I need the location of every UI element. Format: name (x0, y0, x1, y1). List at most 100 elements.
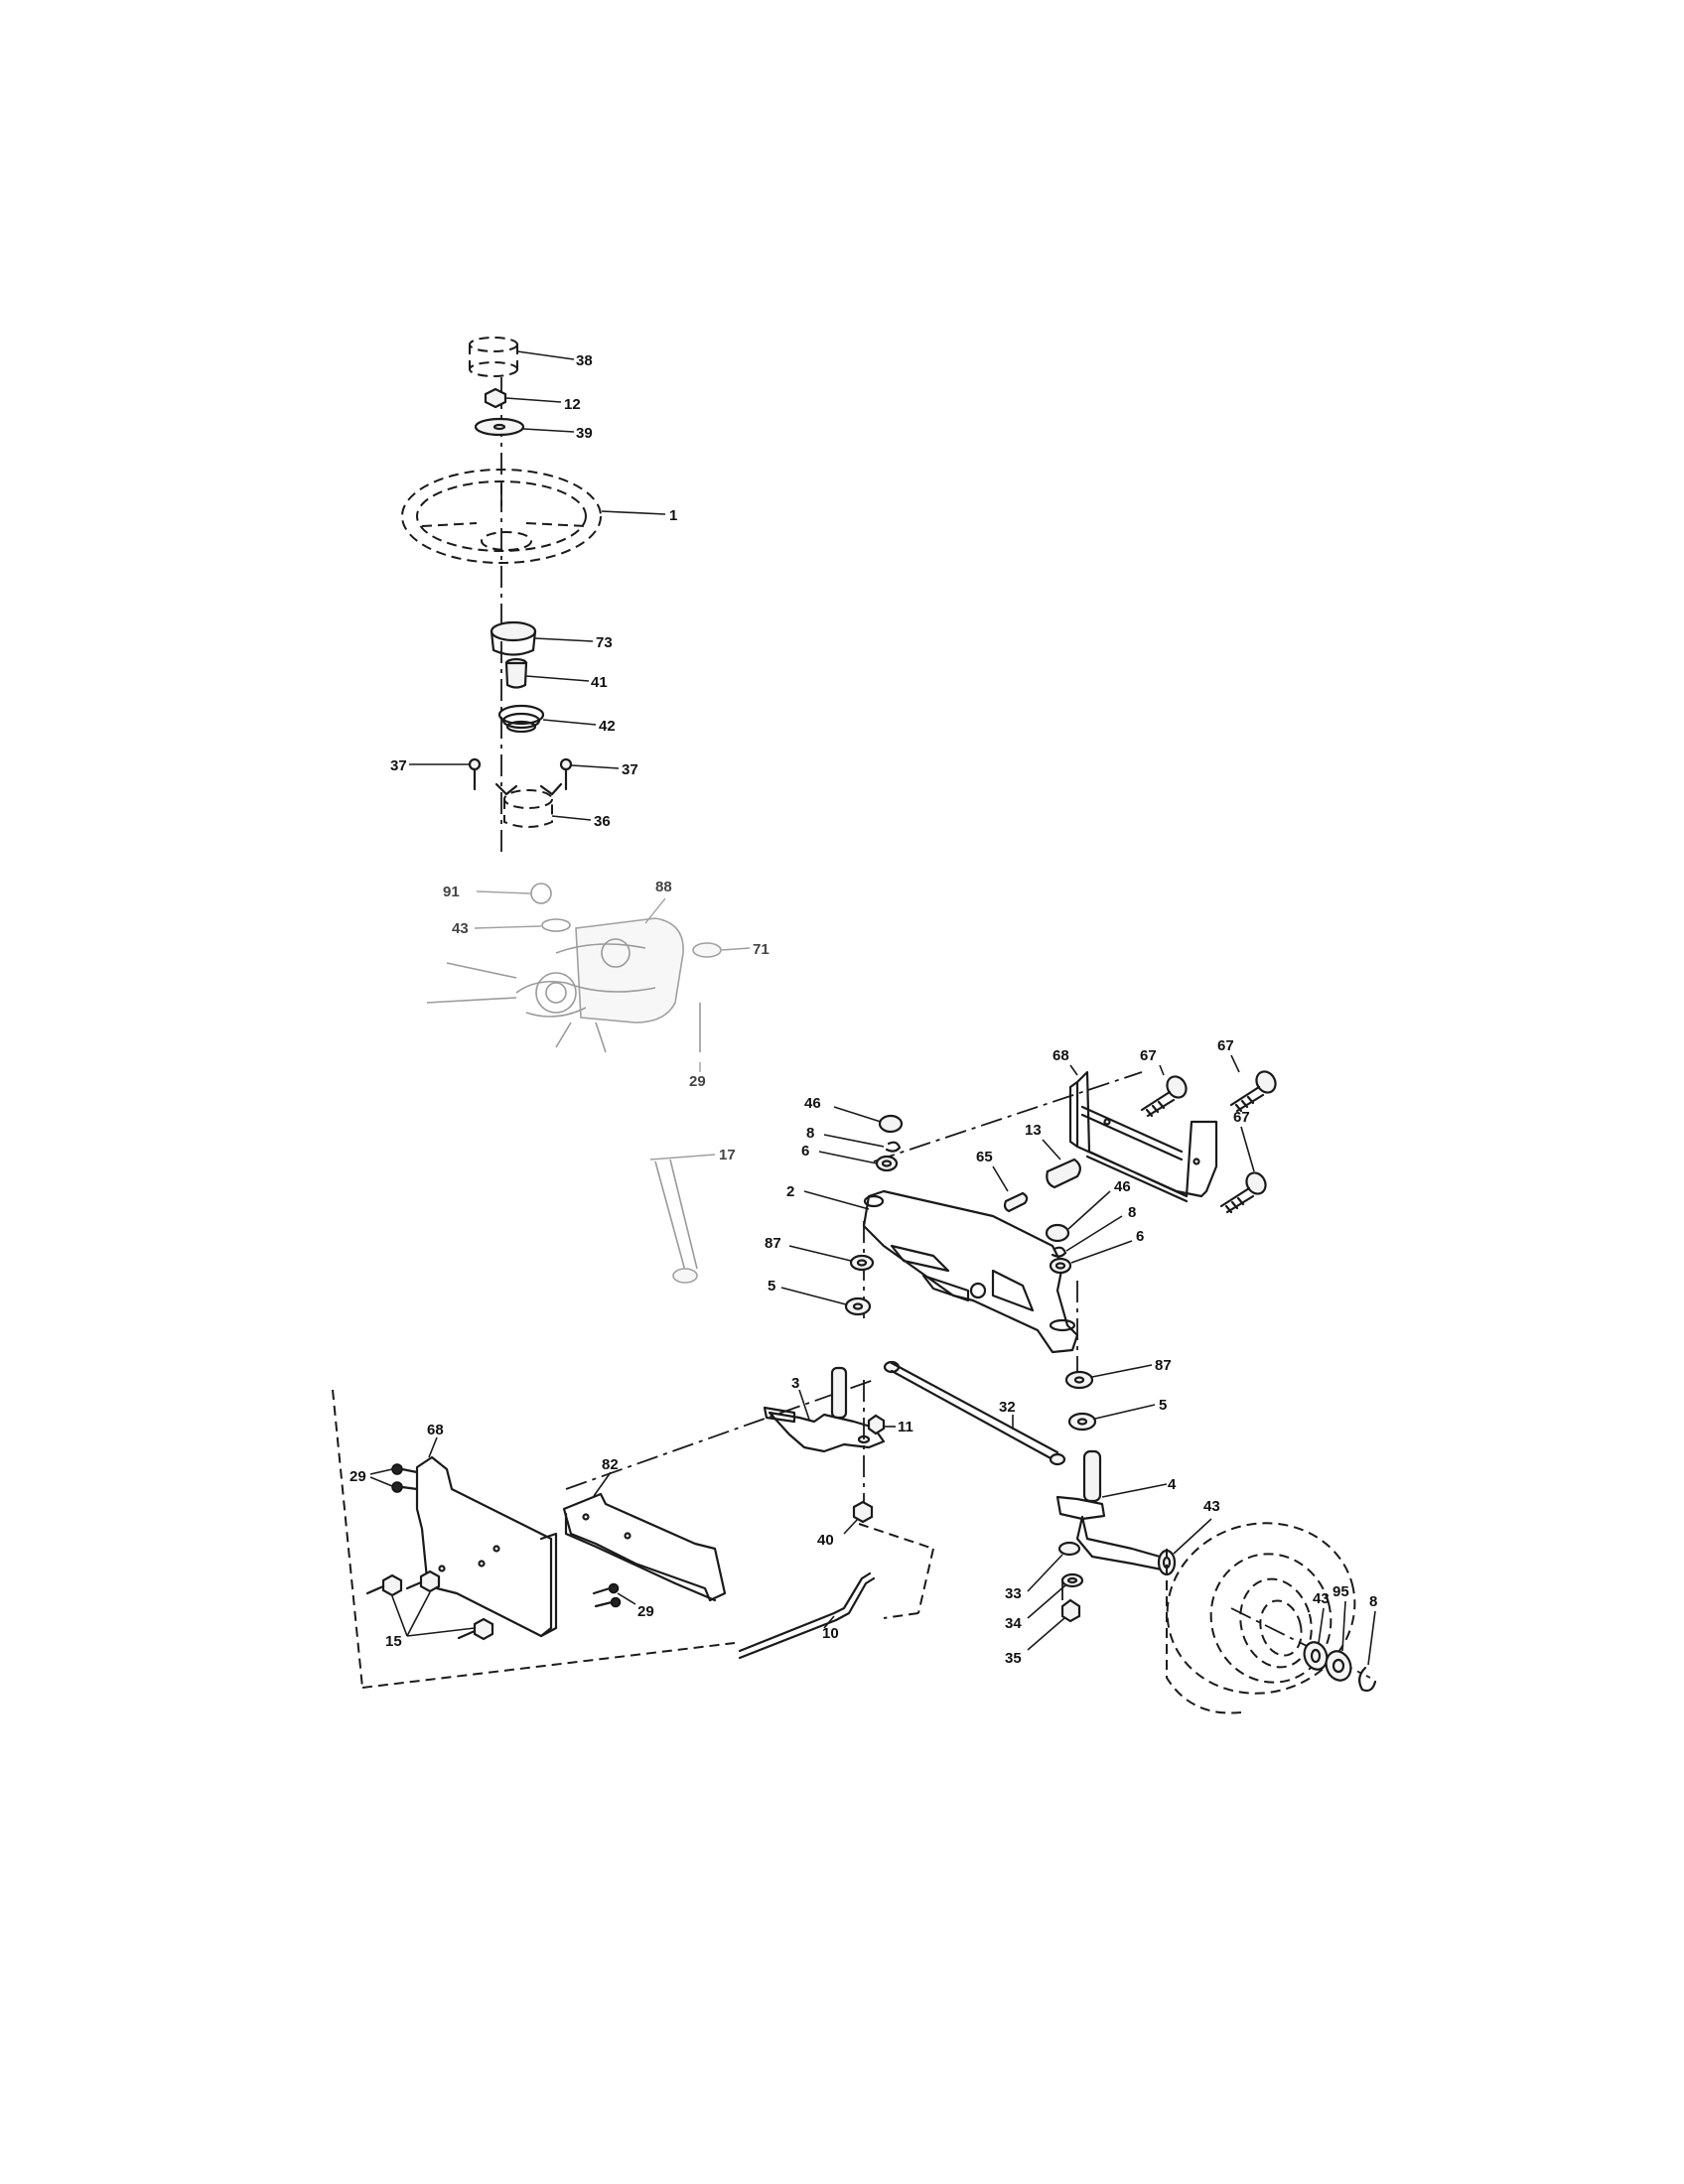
callout-1: 1 (669, 507, 677, 524)
callout-37-left: 37 (390, 757, 407, 774)
bearing-87-left (788, 1245, 875, 1272)
callout-32: 32 (999, 1399, 1016, 1416)
callout-17: 17 (719, 1147, 736, 1163)
support-36 (494, 782, 592, 828)
bracket-68-front (1068, 1064, 1218, 1203)
callout-3: 3 (791, 1375, 799, 1392)
bushing-73 (490, 620, 594, 656)
callout-68-rear: 68 (427, 1422, 444, 1438)
nut-40 (843, 1500, 874, 1535)
gearbox-88 (426, 897, 684, 1053)
ring-8-right (1051, 1215, 1123, 1258)
callout-43-upper: 43 (452, 920, 469, 937)
callout-39: 39 (576, 425, 593, 442)
bolt-67-a (1140, 1064, 1188, 1118)
bracket-68-rear (415, 1436, 558, 1638)
nut-35 (1027, 1598, 1081, 1651)
callout-43-tire: 43 (1313, 1590, 1330, 1607)
spring-42 (497, 704, 597, 734)
washer-5-left (780, 1287, 872, 1316)
spindle-4 (1055, 1449, 1169, 1572)
callout-2: 2 (786, 1183, 794, 1200)
screw-37-left (409, 757, 482, 791)
bolt-67-c (1219, 1126, 1267, 1214)
retaining-ring-8 (1358, 1610, 1377, 1693)
callout-36: 36 (594, 813, 611, 830)
callout-34: 34 (1005, 1615, 1022, 1632)
callout-46-left: 46 (804, 1095, 821, 1112)
callout-43-axle: 43 (1203, 1498, 1220, 1515)
callout-46-right: 46 (1114, 1178, 1131, 1195)
bolts-29-rear (369, 1463, 419, 1493)
centerlines (332, 377, 1371, 1689)
callout-29-rear: 29 (350, 1468, 366, 1485)
callout-91: 91 (443, 884, 460, 900)
front-tire (1166, 1522, 1356, 1714)
callout-33: 33 (1005, 1585, 1022, 1602)
washer-34 (1027, 1572, 1084, 1619)
callout-8-right: 8 (1128, 1204, 1136, 1221)
drag-link-32 (883, 1360, 1066, 1466)
cap-46-left (833, 1106, 904, 1134)
callout-35: 35 (1005, 1650, 1022, 1667)
callout-67-c: 67 (1233, 1109, 1250, 1126)
callout-13: 13 (1025, 1122, 1042, 1139)
nut-12 (484, 387, 562, 409)
shaft-17 (649, 1154, 716, 1284)
callout-labels: 38 12 39 1 73 41 42 37 37 36 91 88 43 71… (350, 352, 1377, 1667)
steering-wheel-1 (401, 469, 666, 564)
bracket-82 (562, 1471, 727, 1602)
washer-33 (1027, 1541, 1081, 1592)
callout-29-gearbox: 29 (689, 1073, 706, 1090)
steering-cap-38 (469, 337, 575, 377)
callout-8-left: 8 (806, 1125, 814, 1142)
callout-71: 71 (753, 941, 770, 958)
callout-37-right: 37 (622, 761, 638, 778)
bolts-29-bracket (592, 1582, 636, 1608)
cap-46-right (1045, 1190, 1111, 1243)
callout-87-right: 87 (1155, 1357, 1172, 1374)
callout-4: 4 (1168, 1476, 1177, 1493)
washer-95 (1325, 1600, 1352, 1682)
bearing-87-right (1064, 1364, 1153, 1390)
adapter-41 (504, 657, 590, 689)
washer-43-upper (474, 918, 571, 932)
pin-65 (992, 1165, 1029, 1213)
pivot-rod (1080, 1105, 1184, 1161)
callout-10: 10 (822, 1625, 839, 1642)
callout-73: 73 (596, 634, 613, 651)
washer-43-tire (1303, 1607, 1329, 1671)
washer-5-right (1067, 1404, 1156, 1432)
bolt-67-b (1229, 1054, 1277, 1113)
callout-65: 65 (976, 1149, 993, 1165)
callout-5-left: 5 (768, 1278, 775, 1295)
callout-6-left: 6 (801, 1143, 809, 1160)
spindle-3 (763, 1366, 886, 1453)
callout-82: 82 (602, 1456, 619, 1473)
callout-38: 38 (576, 352, 593, 369)
screw-37-right (559, 757, 620, 791)
drag-rod-10 (738, 1571, 876, 1660)
callout-15: 15 (385, 1633, 402, 1650)
callout-95: 95 (1333, 1583, 1349, 1600)
callout-6-right: 6 (1136, 1228, 1144, 1245)
ring-8-left (823, 1134, 902, 1153)
nut-11 (867, 1414, 896, 1435)
callout-42: 42 (599, 718, 616, 735)
callout-67-b: 67 (1217, 1037, 1234, 1054)
callout-88: 88 (655, 879, 672, 895)
callout-8-tire: 8 (1369, 1593, 1377, 1610)
gear-91 (476, 883, 552, 904)
washer-6-left (818, 1151, 899, 1172)
callout-40: 40 (817, 1532, 834, 1549)
callout-5-right: 5 (1159, 1397, 1167, 1414)
callout-87-left: 87 (765, 1235, 781, 1252)
fitting-71 (692, 942, 751, 958)
washer-6-right (1049, 1240, 1133, 1275)
spacer-13 (1042, 1139, 1081, 1189)
callout-41: 41 (591, 674, 608, 691)
callout-11: 11 (898, 1419, 913, 1435)
axle-2 (803, 1189, 1079, 1354)
washer-39 (474, 417, 575, 437)
